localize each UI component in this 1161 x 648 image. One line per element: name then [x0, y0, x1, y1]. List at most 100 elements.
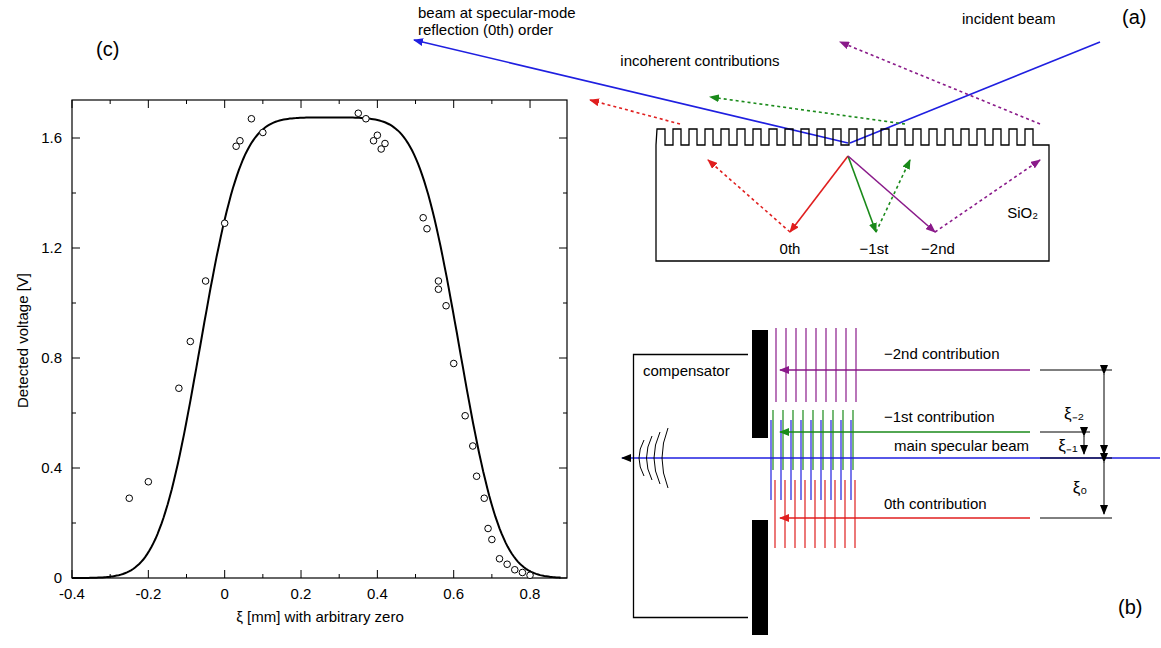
beam-label: 0th contribution: [882, 495, 989, 512]
wavefront: [785, 328, 786, 402]
tick: [559, 468, 567, 469]
tick: [453, 570, 454, 578]
axis-title: ξ [mm] with arbitrary zero: [236, 608, 404, 625]
data-point: [504, 561, 511, 568]
tick: [339, 574, 340, 578]
part-label: compensator: [643, 362, 730, 379]
compensator-housing: compensator: [633, 354, 748, 618]
tick-label: 0.8: [520, 585, 541, 602]
order-label: −2nd: [921, 240, 955, 257]
wavefront: [815, 328, 816, 402]
beam-rays: [414, 40, 1100, 232]
wavefront: [805, 328, 806, 402]
tick-label: -0.2: [135, 585, 161, 602]
wavefront: [854, 480, 855, 548]
tick: [563, 523, 567, 524]
plot-frame: [72, 100, 567, 578]
data-point: [469, 443, 476, 450]
order-label: 0th: [780, 240, 801, 257]
tick: [72, 570, 73, 578]
panel-label: (b): [1118, 596, 1142, 619]
wavefront: [834, 480, 835, 548]
order-label: −1st: [860, 240, 889, 257]
data-point: [420, 214, 427, 221]
wavefront: [802, 410, 803, 470]
beam-label: incident beam: [960, 10, 1057, 27]
compensator-bars: [752, 330, 768, 635]
data-point: [473, 473, 480, 480]
data-point: [126, 495, 133, 502]
tick-label: 0.2: [291, 585, 312, 602]
tick: [563, 193, 567, 194]
tick: [72, 248, 80, 249]
offset-symbol: ξ₀: [1073, 478, 1088, 498]
tick: [262, 574, 263, 578]
tick: [72, 193, 76, 194]
outline: [655, 128, 1050, 262]
beam-label: −1st contribution: [882, 408, 997, 425]
tick-label: 1.2: [41, 239, 62, 256]
outline: [633, 354, 748, 618]
tick: [72, 358, 80, 359]
wavefront: [794, 480, 795, 548]
data-point: [511, 566, 518, 573]
tick-label: 0.4: [41, 459, 62, 476]
data-point: [355, 110, 362, 117]
tick: [72, 138, 80, 139]
chart: [72, 100, 567, 579]
data-point: [489, 536, 496, 543]
wavefront: [842, 410, 843, 470]
tick-label: 0.6: [443, 585, 464, 602]
data-point: [435, 286, 442, 293]
panel-label: (c): [96, 38, 119, 61]
tick: [301, 570, 302, 578]
tick: [262, 100, 263, 104]
tick: [110, 100, 111, 104]
tick: [530, 100, 531, 108]
tick: [559, 358, 567, 359]
substrate-block: SiO₂: [655, 128, 1050, 262]
wavefront: [814, 480, 815, 548]
wavefront: [844, 480, 845, 548]
beam-label: beam at specular-mode reflection (0th) o…: [418, 4, 583, 38]
wavefront: [782, 410, 783, 470]
tick: [72, 523, 76, 524]
tick-label: 0.8: [41, 349, 62, 366]
tick: [224, 570, 225, 578]
tick: [491, 100, 492, 104]
tick: [186, 100, 187, 104]
data-point: [443, 302, 450, 309]
tick: [148, 100, 149, 108]
beam-label: main specular beam: [892, 437, 1031, 454]
panel-label: (a): [1122, 6, 1146, 29]
beam-label: incoherent contributions: [618, 52, 781, 69]
data-point: [248, 115, 255, 122]
data-point: [496, 555, 503, 562]
offset-dimensions: [1040, 370, 1112, 518]
wavefront: [832, 410, 833, 470]
data-point: [176, 385, 183, 392]
data-point: [260, 129, 267, 136]
tick: [72, 468, 80, 469]
data-point: [237, 137, 244, 144]
tick-label: -0.4: [59, 585, 85, 602]
data-point: [374, 132, 381, 139]
material-label: SiO₂: [1007, 204, 1038, 221]
wavefront: [770, 420, 771, 500]
tick: [339, 100, 340, 104]
wavefront: [825, 328, 826, 402]
wavefront: [812, 410, 813, 470]
data-point: [435, 278, 442, 285]
outline-path: [656, 129, 1049, 261]
beam-label: −2nd contribution: [882, 345, 1002, 362]
wavefront: [772, 410, 773, 470]
wavefront: [774, 480, 775, 548]
wavefront: [835, 328, 836, 402]
tick: [72, 100, 73, 108]
tick: [377, 570, 378, 578]
tick-label: 0: [221, 585, 229, 602]
wave-arcs: [639, 428, 668, 488]
tick: [491, 574, 492, 578]
data-point: [485, 525, 492, 532]
tick: [301, 100, 302, 108]
